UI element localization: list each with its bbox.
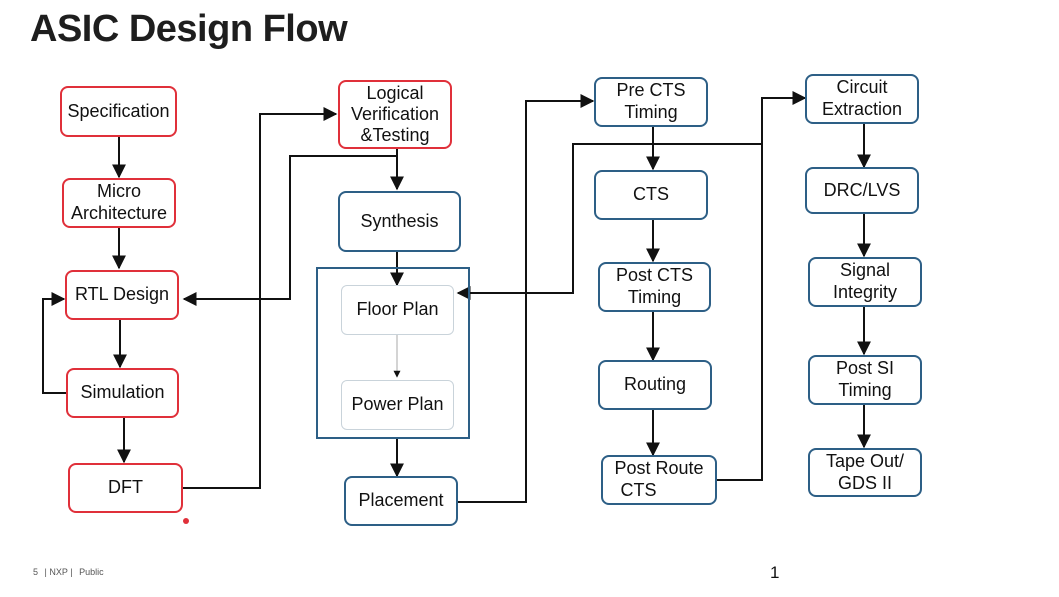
post-si-timing-label-line1: Post SI xyxy=(835,358,895,379)
cts-label: CTS xyxy=(633,184,669,205)
specification-box: Specification xyxy=(60,86,177,137)
dft-box: DFT xyxy=(68,463,183,513)
micro-architecture-label-line2: Architecture xyxy=(70,203,168,223)
pre-cts-timing-label-line1: Pre CTS xyxy=(616,80,686,101)
floorplan-powerplan-group xyxy=(316,267,470,439)
simulation-box: Simulation xyxy=(66,368,179,418)
floor-plan-box: Floor Plan xyxy=(341,285,454,335)
tape-out-label-line1: Tape Out/ xyxy=(825,450,905,471)
post-cts-timing-label-line1: Post CTS xyxy=(615,265,694,286)
circuit-extraction-label-line2: Extraction xyxy=(821,99,903,119)
arrow-placement-to-prects xyxy=(458,94,595,503)
arrow-dft-to-verification xyxy=(183,107,338,489)
footer: 5 | NXP | Public xyxy=(33,567,108,577)
footer-classification: Public xyxy=(79,567,104,577)
post-cts-timing-label-line2: Timing xyxy=(627,287,682,307)
drc-lvs-box: DRC/LVS xyxy=(805,167,919,214)
routing-label: Routing xyxy=(623,374,687,395)
post-si-timing-label-line2: Timing xyxy=(838,380,892,400)
post-si-timing-box: Post SI Timing xyxy=(808,355,922,405)
tape-out-box: Tape Out/ GDS II xyxy=(808,448,922,497)
micro-architecture-label-line1: Micro xyxy=(96,181,141,202)
drc-lvs-label: DRC/LVS xyxy=(823,179,901,200)
power-plan-box: Power Plan xyxy=(341,380,454,430)
specification-label: Specification xyxy=(67,100,170,121)
synthesis-label: Synthesis xyxy=(360,210,439,231)
arrow-feedback-to-floorplan xyxy=(456,143,762,300)
arrow-sim-loop-to-rtl xyxy=(42,292,66,394)
arrow-postroute-to-extraction xyxy=(717,91,807,481)
post-route-cts-label-line1: Post Route xyxy=(614,458,704,479)
signal-integrity-label-line2: Integrity xyxy=(832,282,898,302)
signal-integrity-box: Signal Integrity xyxy=(808,257,922,307)
post-route-cts-box: Post Route CTS xyxy=(601,455,717,505)
logical-verification-box: Logical Verification &Testing xyxy=(338,80,452,149)
footer-company: | NXP | xyxy=(44,567,73,577)
power-plan-label: Power Plan xyxy=(351,394,444,415)
page-number: 1 xyxy=(770,563,780,582)
laser-pointer-dot xyxy=(183,518,189,524)
micro-architecture-box: Micro Architecture xyxy=(62,178,176,228)
rtl-design-label: RTL Design xyxy=(74,284,170,305)
simulation-label: Simulation xyxy=(80,382,165,403)
logical-verification-label-line1: Logical xyxy=(366,83,424,104)
post-cts-timing-box: Post CTS Timing xyxy=(598,262,711,312)
rtl-design-box: RTL Design xyxy=(65,270,179,320)
post-route-cts-label-line2: CTS xyxy=(620,480,657,500)
placement-box: Placement xyxy=(344,476,458,526)
page-title: ASIC Design Flow xyxy=(30,8,348,50)
placement-label: Placement xyxy=(358,490,444,511)
dft-label: DFT xyxy=(108,477,143,498)
footer-slide-number: 5 xyxy=(33,567,39,577)
signal-integrity-label-line1: Signal xyxy=(839,260,891,281)
logical-verification-label-line3: &Testing xyxy=(360,124,430,145)
logical-verification-label-line2: Verification xyxy=(350,104,440,125)
floor-plan-label: Floor Plan xyxy=(356,299,439,320)
circuit-extraction-box: Circuit Extraction xyxy=(805,74,919,124)
tape-out-label-line2: GDS II xyxy=(837,472,892,493)
pre-cts-timing-label-line2: Timing xyxy=(624,102,678,122)
pre-cts-timing-box: Pre CTS Timing xyxy=(594,77,708,127)
synthesis-box: Synthesis xyxy=(338,191,461,252)
cts-box: CTS xyxy=(594,170,708,220)
circuit-extraction-label-line1: Circuit xyxy=(836,77,888,98)
routing-box: Routing xyxy=(598,360,712,410)
